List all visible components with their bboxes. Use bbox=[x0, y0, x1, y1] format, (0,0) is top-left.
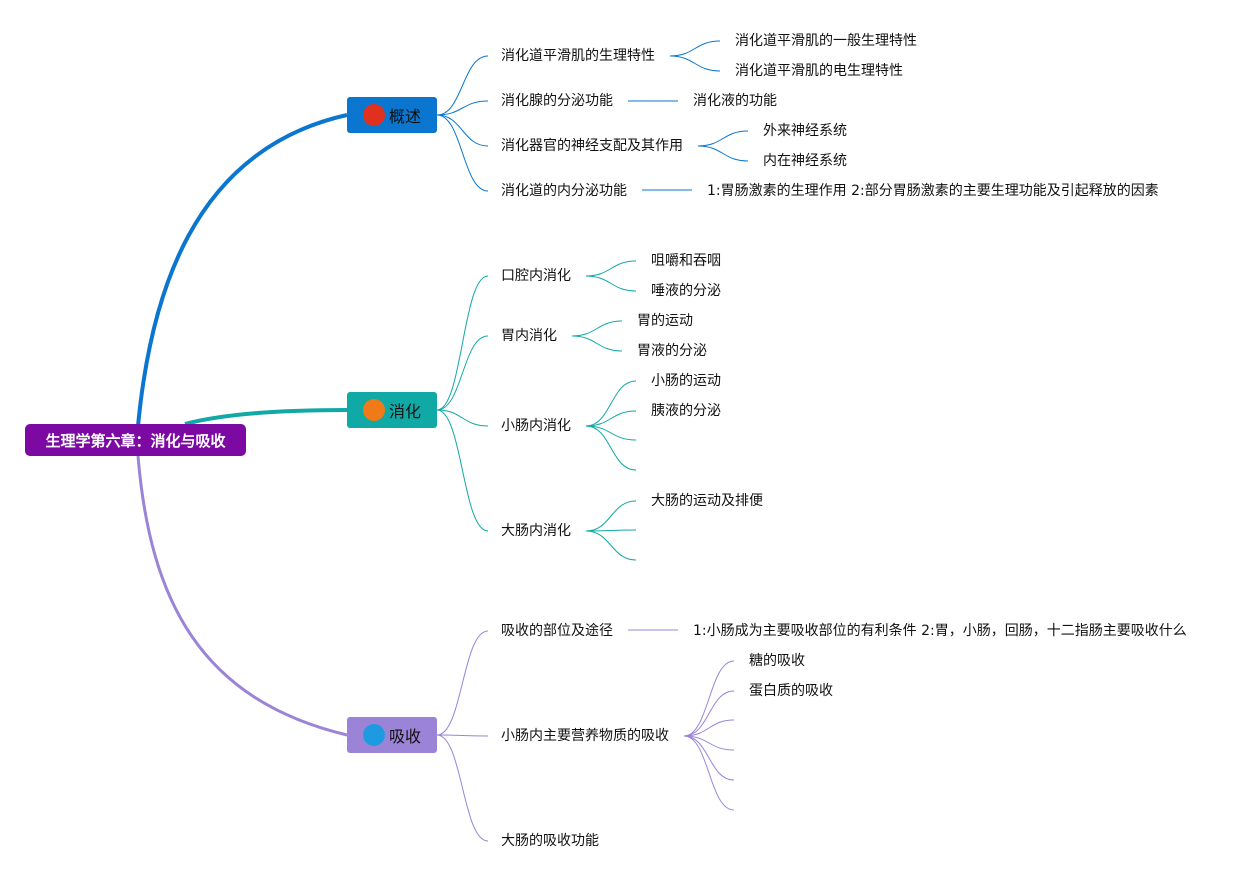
connector-branch-topic bbox=[436, 100, 489, 116]
connector-branch-topic bbox=[436, 734, 489, 737]
connector-topic-leaf bbox=[585, 530, 637, 561]
connector-root-branch bbox=[184, 408, 348, 426]
connector-topic-leaf bbox=[683, 660, 735, 737]
connector-branch-topic bbox=[436, 734, 489, 842]
topic-endocrine[interactable]: 消化道的内分泌功能 bbox=[501, 183, 627, 199]
leaf-topic[interactable]: 咀嚼和吞咽 bbox=[651, 253, 721, 269]
number-badge-icon: 3 bbox=[362, 724, 385, 746]
leaf-topic[interactable]: 1:小肠成为主要吸收部位的有利条件 2:胃，小肠，回肠，十二指肠主要吸收什么 bbox=[693, 623, 1187, 639]
connector-branch-topic bbox=[436, 275, 489, 411]
leaf-topic[interactable]: 消化液的功能 bbox=[693, 93, 777, 109]
connector-topic-leaf bbox=[571, 335, 623, 352]
number-badge-icon: 2 bbox=[362, 399, 385, 421]
connector-branch-topic bbox=[436, 114, 489, 147]
leaf-topic[interactable]: 唾液的分泌 bbox=[651, 283, 721, 299]
connector-topic-leaf bbox=[585, 425, 637, 441]
leaf-topic[interactable]: 内在神经系统 bbox=[763, 153, 847, 169]
connector-branch-topic bbox=[436, 409, 489, 427]
connector-topic-leaf bbox=[683, 690, 735, 737]
topic-absorption-sites[interactable]: 吸收的部位及途径 bbox=[501, 623, 613, 639]
branch-digestion[interactable]: 2 消化 bbox=[347, 392, 437, 428]
number-badge-icon: 1 bbox=[362, 104, 385, 126]
topic-nutrient-absorption[interactable]: 小肠内主要营养物质的吸收 bbox=[501, 728, 669, 744]
leaf-topic[interactable]: 1:胃肠激素的生理作用 2:部分胃肠激素的主要生理功能及引起释放的因素 bbox=[707, 183, 1159, 199]
leaf-topic[interactable]: 糖的吸收 bbox=[749, 653, 805, 669]
connector-topic-leaf bbox=[585, 380, 637, 427]
connector-topic-leaf bbox=[585, 260, 637, 277]
branch-absorption[interactable]: 3 吸收 bbox=[347, 717, 437, 753]
connector-topic-leaf bbox=[585, 410, 637, 427]
connector-root-branch bbox=[136, 455, 348, 737]
leaf-topic[interactable]: 胰液的分泌 bbox=[651, 403, 721, 419]
leaf-topic[interactable]: 大肠的运动及排便 bbox=[651, 493, 763, 509]
topic-small-intestine[interactable]: 小肠内消化 bbox=[501, 418, 571, 434]
connector-topic-leaf bbox=[683, 735, 735, 781]
topic-large-intestine[interactable]: 大肠内消化 bbox=[501, 523, 571, 539]
leaf-topic[interactable]: 外来神经系统 bbox=[763, 123, 847, 139]
connector-topic-leaf bbox=[669, 40, 721, 57]
topic-gastric-digestion[interactable]: 胃内消化 bbox=[501, 328, 557, 344]
connector-topic-leaf bbox=[571, 320, 623, 337]
branch-label: 消化 bbox=[388, 402, 421, 421]
connector-branch-topic bbox=[436, 114, 489, 192]
connector-branch-topic bbox=[436, 55, 489, 116]
topic-nerve[interactable]: 消化器官的神经支配及其作用 bbox=[501, 138, 683, 154]
leaf-topic[interactable]: 小肠的运动 bbox=[651, 373, 721, 389]
root-topic[interactable]: 生理学第六章：消化与吸收 bbox=[25, 424, 246, 456]
connector-topic-leaf bbox=[669, 55, 721, 72]
leaf-topic[interactable]: 胃的运动 bbox=[637, 313, 693, 329]
branch-label: 吸收 bbox=[388, 727, 421, 746]
leaf-topic[interactable]: 胃液的分泌 bbox=[637, 343, 707, 359]
topic-smooth-muscle[interactable]: 消化道平滑肌的生理特性 bbox=[501, 48, 655, 64]
leaf-topic[interactable]: 消化道平滑肌的一般生理特性 bbox=[735, 33, 917, 49]
connector-topic-leaf bbox=[683, 735, 735, 811]
connector-topic-leaf bbox=[585, 275, 637, 292]
connector-topic-leaf bbox=[585, 425, 637, 471]
connector-topic-leaf bbox=[697, 130, 749, 147]
branch-label: 概述 bbox=[388, 107, 421, 126]
connector-topic-leaf bbox=[683, 719, 735, 737]
connector-root-branch bbox=[136, 113, 348, 427]
connector-branch-topic bbox=[436, 630, 489, 736]
connector-topic-leaf bbox=[697, 145, 749, 162]
connector-branch-topic bbox=[436, 335, 489, 411]
topic-gland-secretion[interactable]: 消化腺的分泌功能 bbox=[501, 93, 613, 109]
root-topic-label: 生理学第六章：消化与吸收 bbox=[45, 431, 226, 450]
topic-oral-digestion[interactable]: 口腔内消化 bbox=[501, 268, 571, 284]
leaf-topic[interactable]: 蛋白质的吸收 bbox=[749, 683, 833, 699]
topic-colon-absorption[interactable]: 大肠的吸收功能 bbox=[501, 833, 599, 849]
branch-overview[interactable]: 1 概述 bbox=[347, 97, 437, 133]
connector-topic-leaf bbox=[585, 500, 637, 532]
leaf-topic[interactable]: 消化道平滑肌的电生理特性 bbox=[735, 63, 903, 79]
connector-branch-topic bbox=[436, 409, 489, 532]
connector-topic-leaf bbox=[585, 529, 637, 532]
